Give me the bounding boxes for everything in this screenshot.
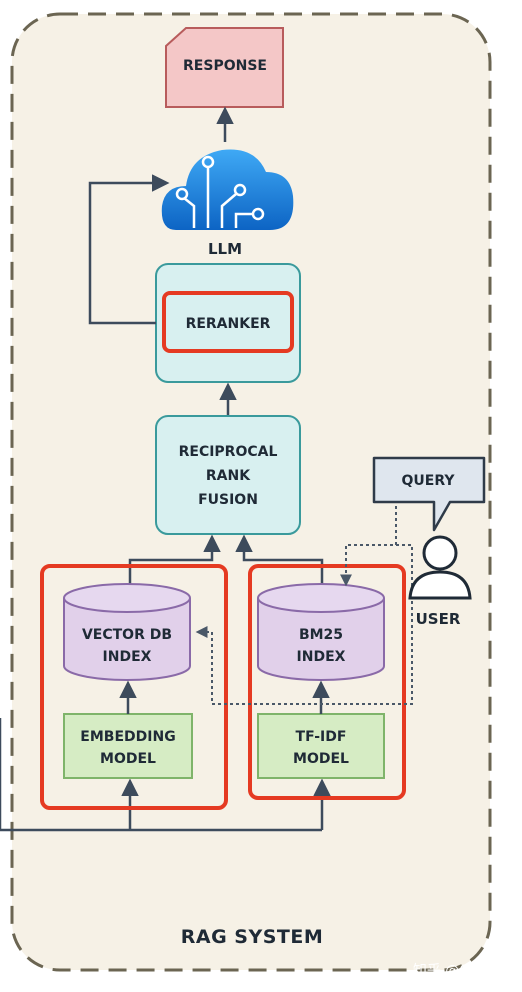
vector-index-node: VECTOR DB INDEX — [63, 583, 191, 681]
bm25-index-node: BM25 INDEX — [257, 583, 385, 681]
query-paths — [195, 500, 413, 705]
user-label: USER — [416, 610, 461, 628]
arrows-index-fusion — [128, 534, 324, 584]
embedding-model-label-2: MODEL — [100, 751, 156, 767]
fusion-label-1: RECIPROCAL — [179, 444, 278, 460]
bm25-index-label-1: BM25 — [299, 627, 343, 643]
tfidf-group-highlight — [248, 564, 406, 800]
tfidf-model-node: TF-IDF MODEL — [257, 713, 385, 779]
fusion-node: RECIPROCAL RANK FUSION — [155, 415, 301, 535]
tfidf-model-label-1: TF-IDF — [296, 729, 347, 745]
query-bubble: QUERY — [372, 456, 486, 532]
database-icon — [257, 598, 385, 681]
watermark: 知乎 @Ctrl CV — [413, 962, 509, 979]
response-label: RESPONSE — [183, 58, 267, 74]
reranker-highlight — [162, 291, 294, 353]
embedding-group-highlight — [40, 564, 228, 810]
vector-index-label-2: INDEX — [103, 649, 152, 665]
embedding-model-node: EMBEDDING MODEL — [63, 713, 193, 779]
vector-index-label-1: VECTOR DB — [82, 627, 172, 643]
reranker-label: RERANKER — [186, 316, 271, 332]
query-label: QUERY — [402, 473, 456, 489]
circuit-icon — [175, 155, 265, 228]
rag-system-label: RAG SYSTEM — [181, 926, 324, 948]
llm-label: LLM — [208, 240, 242, 258]
fusion-label-3: FUSION — [198, 492, 258, 508]
database-icon — [63, 598, 191, 681]
tfidf-model-label-2: MODEL — [293, 751, 349, 767]
reranker-node: RERANKER — [155, 263, 301, 383]
response-node: RESPONSE — [165, 27, 284, 108]
llm-node: LLM — [161, 149, 294, 258]
bm25-index-label-2: INDEX — [297, 649, 346, 665]
embedding-model-label-1: EMBEDDING — [80, 729, 175, 745]
fusion-label-2: RANK — [206, 468, 251, 484]
user-icon — [408, 535, 472, 600]
arrow-reranker-llm — [88, 174, 170, 325]
